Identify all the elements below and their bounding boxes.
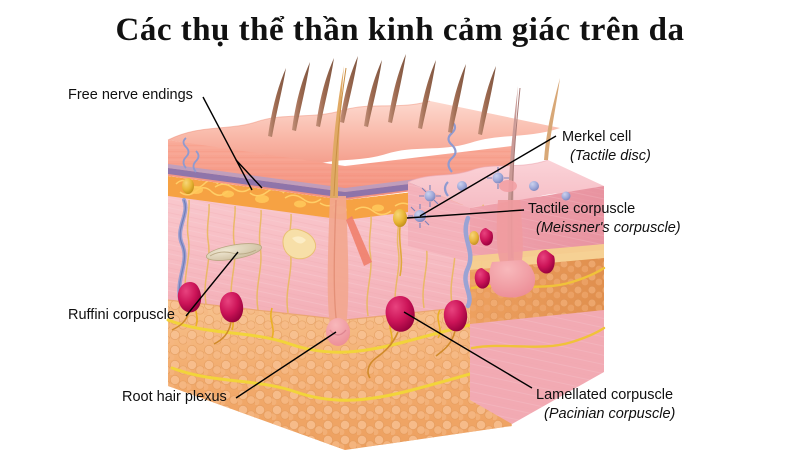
sebaceous-gland	[282, 228, 316, 260]
meissner-corpuscle	[393, 209, 407, 277]
pacinian-corpuscle	[474, 268, 490, 289]
label-merkel-cell-sub: (Tactile disc)	[570, 148, 651, 164]
label-ruffini-corpuscle: Ruffini corpuscle	[68, 306, 175, 325]
label-merkel-cell-main: Merkel cell	[562, 129, 632, 145]
page-title: Các thụ thể thần kinh cảm giác trên da	[115, 12, 685, 48]
nerve-trunk-plateau	[463, 215, 473, 309]
pacinian-corpuscle	[479, 228, 493, 246]
hair-shafts	[268, 54, 560, 262]
label-root-hair-plexus: Root hair plexus	[122, 388, 227, 407]
label-lamellated-corpuscle-sub: (Pacinian corpuscle)	[544, 406, 676, 422]
label-tactile-corpuscle-main: Tactile corpuscle	[528, 201, 636, 217]
label-tactile-corpuscle-sub: (Meissner's corpuscle)	[536, 220, 681, 236]
hair-follicle-root	[326, 196, 350, 346]
label-lamellated-corpuscle: Lamellated corpuscle (Pacinian corpuscle…	[536, 386, 675, 424]
label-free-nerve-endings: Free nerve endings	[68, 86, 193, 105]
label-ruffini-corpuscle-main: Ruffini corpuscle	[68, 307, 175, 323]
hair-bulb	[326, 318, 350, 346]
label-root-hair-plexus-main: Root hair plexus	[122, 389, 227, 405]
nerve-trunk-violet-detail	[178, 199, 186, 301]
free-nerve-ending-squiggle-left	[182, 137, 200, 173]
meissner-corpuscle-left	[182, 178, 479, 245]
pacinian-corpuscle	[536, 250, 555, 274]
label-tactile-corpuscle: Tactile corpuscle (Meissner's corpuscle)	[528, 200, 681, 238]
plateau-hair-bulb	[489, 260, 536, 298]
arrector-pili-muscle	[346, 216, 372, 266]
label-lamellated-corpuscle-main: Lamellated corpuscle	[536, 387, 674, 403]
merkel-cell-callout-target	[414, 210, 426, 222]
label-free-nerve-endings-main: Free nerve endings	[68, 87, 193, 103]
label-merkel-cell: Merkel cell (Tactile disc)	[562, 128, 651, 166]
